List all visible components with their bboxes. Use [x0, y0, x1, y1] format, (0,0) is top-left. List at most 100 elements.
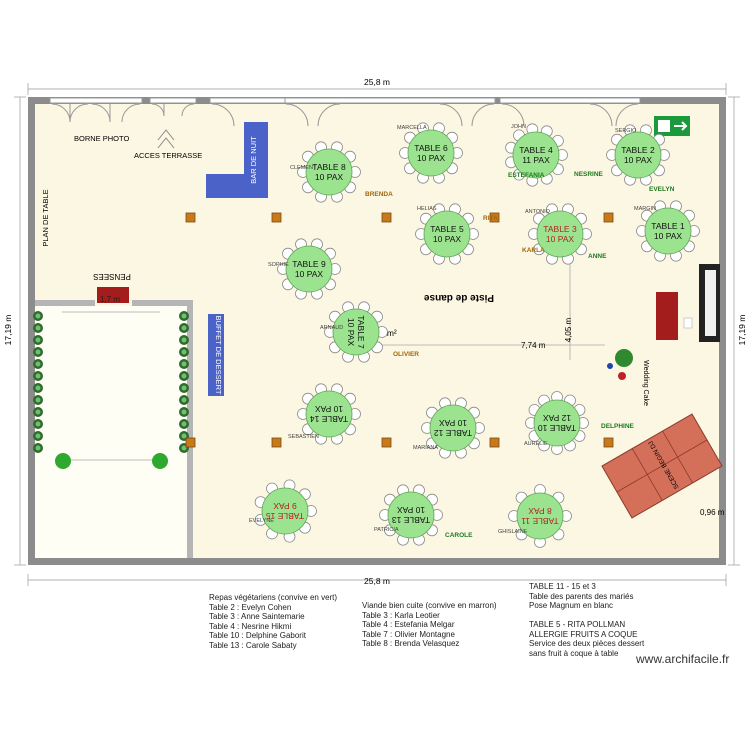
- table-t15: TABLE 159 PAX: [254, 479, 317, 543]
- table-name: TABLE 5: [430, 224, 464, 234]
- emergency-exit-icon: [654, 116, 690, 136]
- wedding-cake-label: Wedding Cake: [642, 360, 649, 406]
- plant-icon: [179, 395, 189, 405]
- plant-icon: [179, 323, 189, 333]
- plant-icon: [33, 419, 43, 429]
- table-pax: 10 PAX: [624, 155, 653, 165]
- plant-icon: [33, 407, 43, 417]
- table-t6: TABLE 610 PAX: [399, 122, 463, 184]
- plant-icon: [179, 335, 189, 345]
- lobby-wall-right: [187, 300, 193, 558]
- lobby-wall-top-left: [35, 300, 95, 306]
- plant-icon: [33, 323, 43, 333]
- guest-label: OLIVIER: [393, 351, 419, 358]
- guest-label: AURELIE: [524, 441, 548, 447]
- table-top: [387, 491, 435, 539]
- table-name: TABLE 7: [356, 315, 366, 349]
- plant-icon: [179, 347, 189, 357]
- bar-de-nuit: [206, 122, 268, 198]
- scene-stage: SCENE BEGIN DJ: [601, 413, 723, 519]
- wall-right: [719, 97, 726, 565]
- dj-booth: [656, 292, 678, 340]
- plant-icon: [152, 453, 168, 469]
- plant-icon: [33, 443, 43, 453]
- dance-width-label: 7,74 m: [521, 341, 546, 350]
- table-top: [305, 148, 353, 196]
- table-pax: 10 PAX: [346, 318, 356, 347]
- guest-label: DELPHINE: [601, 423, 635, 430]
- notes-vegetarian: Repas végétariens (convive en vert) Tabl…: [209, 593, 338, 650]
- plant-row-left: [33, 311, 43, 453]
- guest-label: ESTEFANIA: [508, 172, 545, 179]
- plant-row-right: [179, 311, 189, 453]
- guest-label: CLEMENT: [290, 165, 317, 171]
- table-pax: 8 PAX: [528, 506, 552, 516]
- table-name: TABLE 15: [266, 511, 304, 521]
- table-pax: 10 PAX: [315, 404, 344, 414]
- guest-label: MARGIN: [634, 206, 656, 212]
- pillars: [185, 212, 614, 448]
- table-pax: 10 PAX: [546, 234, 575, 244]
- plant-icon: [179, 383, 189, 393]
- table-top: [285, 245, 333, 293]
- guest-label: MARCELLA: [397, 125, 427, 131]
- notes-well-done: Viande bien cuite (convive en marron) Ta…: [362, 601, 497, 648]
- bar-de-nuit-label: BAR DE NUIT: [249, 136, 258, 184]
- table-top: [261, 487, 309, 535]
- guest-label: EVELYN: [649, 186, 675, 193]
- lobby-floor: [35, 306, 187, 558]
- guest-label: CAROLE: [445, 532, 473, 539]
- dim-top: 25,8 m: [364, 77, 390, 87]
- outer-dimension-lines: [14, 83, 740, 586]
- table-name: TABLE 10: [538, 423, 576, 433]
- guest-label: ANTONIO: [525, 209, 551, 215]
- plant-icon: [33, 359, 43, 369]
- table-pax: 10 PAX: [439, 418, 468, 428]
- plan-de-table-label: PLAN DE TABLE: [41, 189, 50, 246]
- plant-icon: [33, 383, 43, 393]
- plant-icon: [179, 371, 189, 381]
- table-pax: 10 PAX: [433, 234, 462, 244]
- guest-label: EVELYNE: [249, 518, 274, 524]
- guest-label: GHISLAINE: [498, 529, 528, 535]
- table-pax: 12 PAX: [543, 413, 572, 423]
- table-top: [407, 129, 455, 177]
- table-name: TABLE 13: [392, 515, 430, 525]
- table-name: TABLE 1: [651, 221, 685, 231]
- table-t2: TABLE 210 PAX: [606, 124, 670, 186]
- dance-floor-label: Piste de danse: [424, 292, 494, 303]
- dim-bottom: 25,8 m: [364, 576, 390, 586]
- wall-bottom: [28, 558, 726, 565]
- plant-icon: [179, 407, 189, 417]
- plant-icon: [33, 371, 43, 381]
- dim-right: 17,19 m: [737, 315, 747, 346]
- borne-photo-label: BORNE PHOTO: [74, 134, 129, 143]
- table-pax: 10 PAX: [417, 153, 446, 163]
- plant-icon: [179, 419, 189, 429]
- guest-label: JOHN: [511, 124, 526, 130]
- guest-label: NESRINE: [574, 171, 604, 178]
- plant-icon: [33, 335, 43, 345]
- plant-icon: [179, 359, 189, 369]
- table-top: [614, 131, 662, 179]
- guest-label: ARNAUD: [320, 325, 343, 331]
- buffet-de-dessert: [208, 314, 224, 396]
- pensees-table: [97, 287, 129, 303]
- table-t4: TABLE 411 PAX: [505, 123, 568, 187]
- table-t1: TABLE 110 PAX: [636, 200, 700, 262]
- table-t11: TABLE 118 PAX: [508, 484, 572, 548]
- lobby-wall-top-right: [132, 300, 193, 306]
- wedding-cake: Wedding Cake: [607, 349, 649, 406]
- dance-height-label: 4,05 m: [564, 317, 573, 342]
- dim-left: 17,19 m: [3, 315, 13, 346]
- table-t9: TABLE 910 PAX: [277, 238, 341, 300]
- notes-special: TABLE 11 - 15 et 3 Table des parents des…: [529, 582, 645, 658]
- table-name: TABLE 3: [543, 224, 577, 234]
- plant-icon: [55, 453, 71, 469]
- table-name: TABLE 9: [292, 259, 326, 269]
